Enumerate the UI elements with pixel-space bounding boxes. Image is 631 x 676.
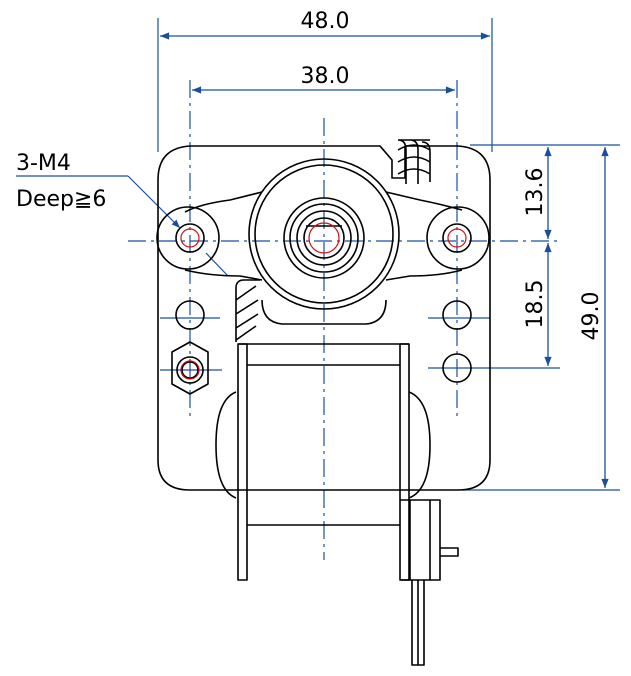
dim-top-offset: 13.6: [523, 168, 548, 217]
mount-hole-br: [442, 353, 472, 383]
left-boss: [156, 206, 220, 270]
callout-leader: [16, 175, 229, 277]
lower-spring: [235, 279, 260, 342]
rotor-housing-outer: [248, 158, 400, 310]
dim-overall-width: 48.0: [301, 9, 350, 34]
rotor-housing-base: [261, 299, 387, 325]
frame-plate: [157, 145, 491, 491]
top-spring: [397, 139, 431, 184]
bearing-inner: [296, 210, 352, 266]
hex-nut: [171, 341, 209, 395]
coil-bobbin: [237, 343, 248, 581]
bearing-mid: [289, 203, 359, 273]
callout-depth: Deep≧6: [16, 187, 106, 212]
mount-hole-tl: [175, 223, 205, 253]
dim-hole-spacing: 38.0: [301, 64, 350, 89]
right-pole: [408, 391, 431, 499]
hole-rings: [180, 222, 467, 380]
bearing-outer: [283, 197, 365, 279]
dim-hole-vertical: 18.5: [523, 280, 548, 329]
dim-overall-height: 49.0: [579, 292, 604, 341]
shaft: [303, 217, 345, 259]
callout-thread: 3-M4: [16, 151, 71, 176]
hex-nut-bore: [176, 356, 204, 384]
mount-hole-ml: [175, 300, 205, 330]
mounting-bracket: [184, 191, 463, 281]
rotor-housing-inner: [254, 164, 394, 304]
right-boss: [426, 206, 490, 270]
left-pole: [215, 391, 237, 499]
motor-outline: [156, 139, 491, 666]
extension-lines: [157, 18, 620, 491]
terminal-tab: [440, 547, 459, 557]
dimension-lines: [160, 32, 609, 489]
mount-hole-mr: [442, 300, 472, 330]
center-lines: [128, 80, 560, 560]
terminal-block: [400, 499, 441, 581]
mount-hole-tr: [442, 223, 472, 253]
